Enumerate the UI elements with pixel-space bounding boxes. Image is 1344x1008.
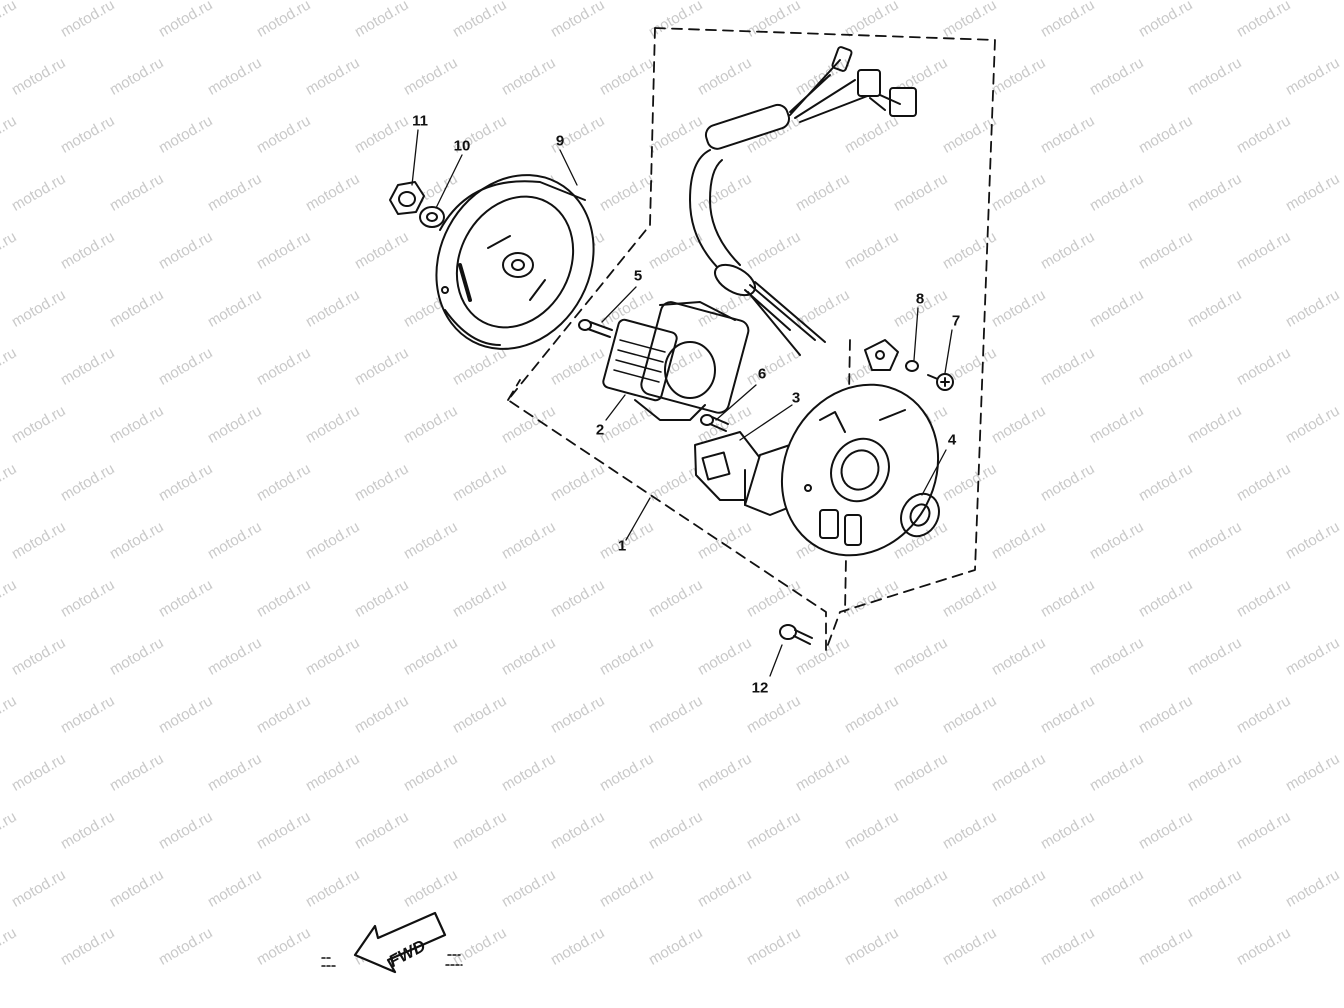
callout-3: 3 [791, 389, 801, 407]
oil-seal [900, 492, 940, 538]
wire-harness [689, 46, 917, 356]
lock-washer [905, 360, 919, 372]
cable-clamp [864, 339, 899, 371]
washer [419, 206, 445, 228]
nut [389, 181, 425, 215]
callout-11: 11 [412, 112, 428, 130]
callout-4: 4 [947, 431, 957, 449]
callout-12: 12 [751, 679, 769, 697]
flywheel-rotor [435, 174, 595, 350]
pickup-coil [694, 431, 796, 516]
fwd-arrow [321, 911, 463, 974]
stator-base-plate [780, 349, 940, 557]
callout-6: 6 [757, 365, 767, 383]
stator-screw [578, 319, 613, 338]
callout-10: 10 [453, 137, 471, 155]
callout-2: 2 [595, 421, 605, 439]
callout-5: 5 [633, 267, 643, 285]
callout-1: 1 [617, 537, 627, 555]
callout-7: 7 [951, 312, 961, 330]
leader-lines [411, 129, 953, 677]
callout-8: 8 [915, 290, 925, 308]
clamp-screw [927, 373, 954, 391]
pickup-screw [700, 414, 729, 432]
callout-9: 9 [555, 132, 565, 150]
stator-coil [602, 301, 750, 421]
base-screw [779, 624, 813, 645]
